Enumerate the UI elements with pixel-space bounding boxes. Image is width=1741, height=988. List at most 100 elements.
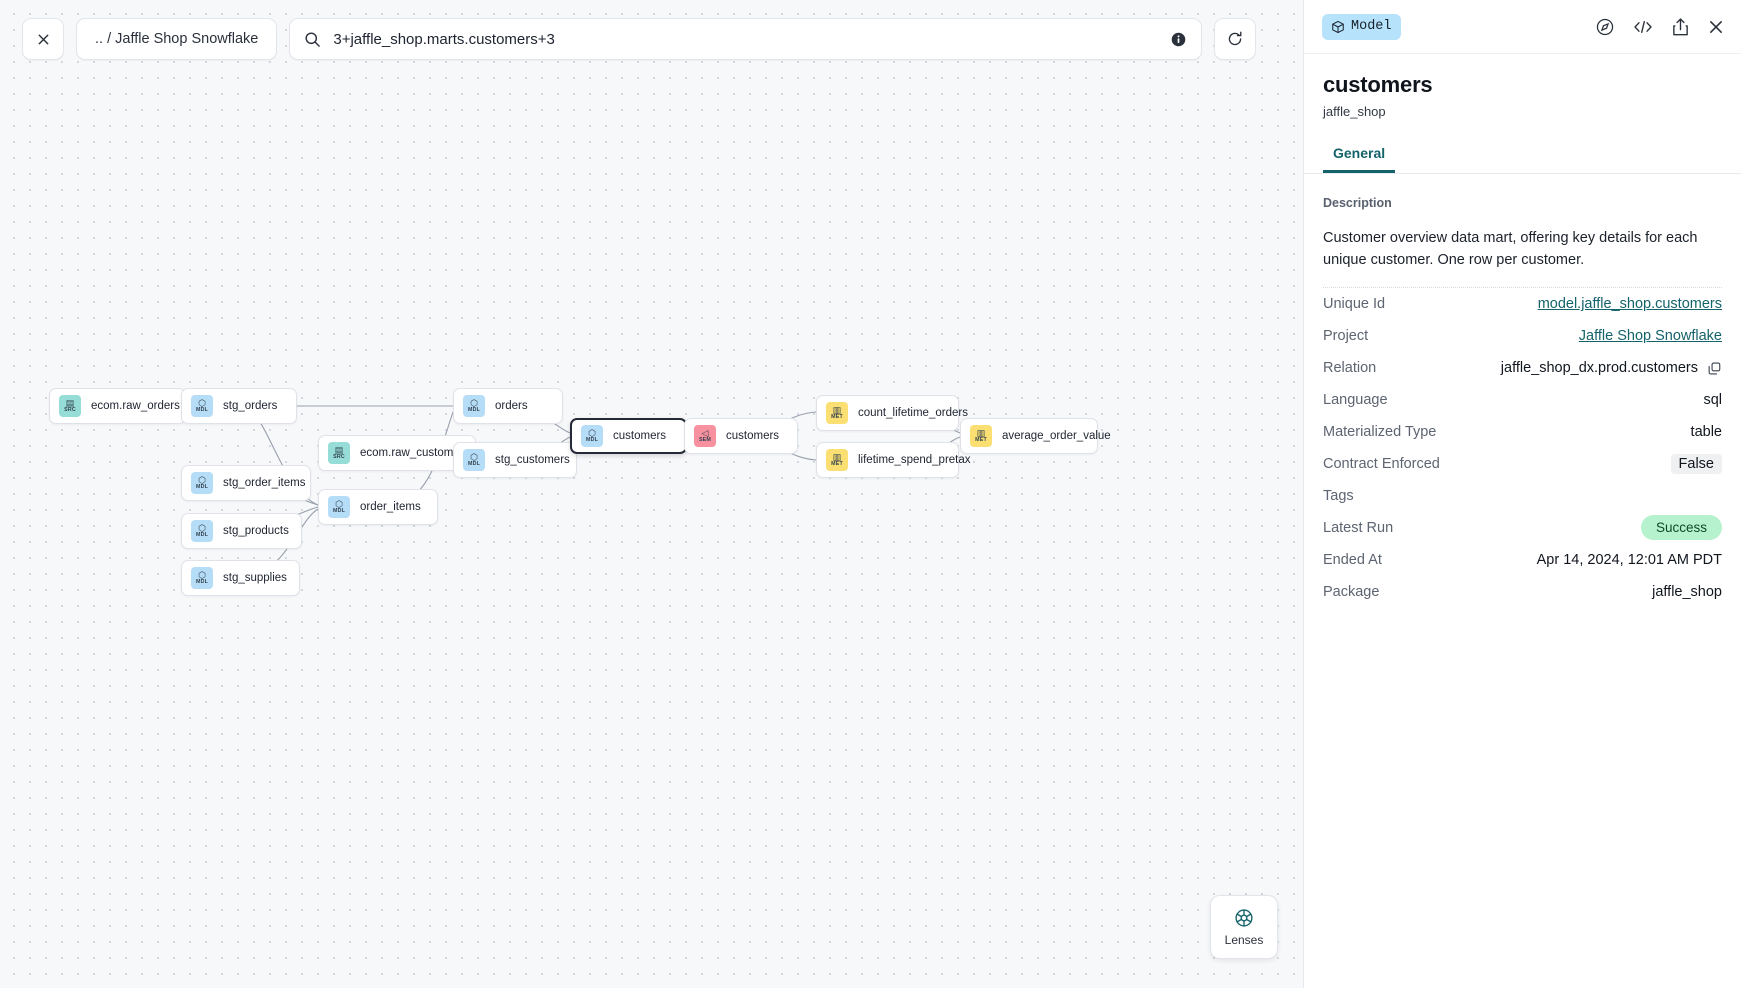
share-icon: [1673, 17, 1688, 35]
detail-row-value: table: [1690, 424, 1722, 441]
detail-row-key: Contract Enforced: [1323, 456, 1440, 473]
src-badge-icon: ▤SRC: [59, 395, 81, 417]
panel-body: Description Customer overview data mart,…: [1304, 174, 1741, 988]
mdl-badge-icon: ⬡MDL: [581, 425, 603, 447]
search-box[interactable]: 3+jaffle_shop.marts.customers+3: [289, 18, 1203, 60]
code-button[interactable]: [1632, 17, 1654, 37]
detail-row-key: Project: [1323, 328, 1369, 345]
graph-node-lifetime-spend-pretax[interactable]: ▥MET lifetime_spend_pretax: [816, 442, 971, 478]
close-button[interactable]: [22, 18, 64, 60]
graph-node-customers[interactable]: ◁SEM customers: [684, 418, 798, 454]
close-panel-button[interactable]: [1707, 18, 1725, 36]
page-subtitle: jaffle_shop: [1323, 104, 1386, 119]
graph-node-label: customers: [726, 430, 780, 442]
detail-row-key: Relation: [1323, 360, 1377, 377]
detail-row: Relation jaffle_shop_dx.prod.customers: [1323, 352, 1722, 384]
cube-icon: [1332, 20, 1344, 33]
description-text: Customer overview data mart, offering ke…: [1323, 230, 1698, 269]
graph-node-label: lifetime_spend_pretax: [858, 454, 971, 466]
panel-title-block: customers jaffle_shop: [1304, 54, 1741, 119]
detail-row-key: Unique Id: [1323, 296, 1386, 313]
detail-row-key: Package: [1323, 584, 1380, 601]
detail-row-key: Tags: [1323, 488, 1354, 505]
detail-row-key: Language: [1323, 392, 1388, 409]
detail-row: Unique Id model.jaffle_shop.customers: [1323, 288, 1722, 320]
sem-badge-icon: ◁SEM: [694, 425, 716, 447]
mdl-badge-icon: ⬡MDL: [463, 395, 485, 417]
graph-node-label: ecom.raw_customers: [360, 447, 470, 459]
close-icon: [1710, 20, 1722, 33]
detail-row: Language sql: [1323, 384, 1722, 416]
graph-node-stg-products[interactable]: ⬡MDL stg_products: [181, 513, 302, 549]
graph-node-stg-customers[interactable]: ⬡MDL stg_customers: [453, 442, 577, 478]
detail-row-link[interactable]: Jaffle Shop Snowflake: [1578, 328, 1722, 345]
detail-row: Latest Run Success: [1323, 512, 1722, 544]
lenses-icon: [1235, 909, 1253, 927]
lenses-button[interactable]: Lenses: [1210, 895, 1278, 959]
page-title: customers: [1323, 72, 1433, 97]
copy-icon[interactable]: [1707, 361, 1722, 376]
share-button[interactable]: [1671, 17, 1690, 37]
mdl-badge-icon: ⬡MDL: [328, 496, 350, 518]
code-icon: [1634, 20, 1652, 33]
graph-node-label: order_items: [360, 501, 421, 513]
status-badge: Success: [1640, 515, 1722, 541]
graph-node-order-items[interactable]: ⬡MDL order_items: [318, 489, 438, 525]
graph-node-label: stg_customers: [495, 454, 570, 466]
refresh-button[interactable]: [1214, 18, 1257, 60]
mdl-badge-icon: ⬡MDL: [191, 567, 213, 589]
graph-node-label: orders: [495, 400, 528, 412]
detail-row-link[interactable]: jaffle_shop_dx.prod.customers: [1500, 360, 1698, 377]
graph-node-label: stg_products: [223, 525, 289, 537]
breadcrumb[interactable]: .. / Jaffle Shop Snowflake: [76, 18, 278, 60]
graph-node-customers[interactable]: ⬡MDL customers: [570, 418, 687, 454]
detail-row-link[interactable]: model.jaffle_shop.customers: [1537, 296, 1722, 313]
description-label: Description: [1323, 196, 1392, 210]
search-input[interactable]: 3+jaffle_shop.marts.customers+3: [333, 30, 555, 48]
src-badge-icon: ▤SRC: [328, 442, 350, 464]
graph-node-label: customers: [613, 430, 667, 442]
info-icon[interactable]: [1170, 31, 1187, 48]
detail-row: Package jaffle_shop: [1323, 576, 1722, 608]
close-icon: [38, 34, 48, 44]
divider: [1323, 287, 1722, 289]
value-pill: False: [1670, 454, 1722, 475]
resource-type-chip[interactable]: Model: [1322, 13, 1401, 40]
detail-row: Project Jaffle Shop Snowflake: [1323, 320, 1722, 352]
breadcrumb-label: .. / Jaffle Shop Snowflake: [95, 31, 259, 47]
graph-node-ecom-raw-orders[interactable]: ▤SRC ecom.raw_orders: [49, 388, 186, 424]
graph-node-label: stg_orders: [223, 400, 278, 412]
search-icon: [305, 31, 321, 47]
details-panel: Model: [1303, 0, 1741, 988]
lenses-label: Lenses: [1224, 933, 1264, 947]
detail-row-key: Ended At: [1323, 552, 1382, 569]
graph-node-label: count_lifetime_orders: [858, 407, 968, 419]
met-badge-icon: ▥MET: [826, 449, 848, 471]
panel-tabs: General: [1304, 145, 1741, 174]
detail-row: Contract Enforced False: [1323, 448, 1722, 480]
detail-row-key: Latest Run: [1323, 520, 1394, 537]
mdl-badge-icon: ⬡MDL: [191, 520, 213, 542]
detail-row-value: jaffle_shop: [1652, 584, 1722, 601]
panel-header: Model: [1304, 0, 1741, 54]
graph-node-stg-supplies[interactable]: ⬡MDL stg_supplies: [181, 560, 300, 596]
detail-row-value: Success: [1640, 515, 1722, 541]
tab-general[interactable]: General: [1323, 145, 1396, 173]
graph-node-stg-orders[interactable]: ⬡MDL stg_orders: [181, 388, 297, 424]
detail-row-value: sql: [1703, 392, 1722, 409]
compass-icon: [1596, 18, 1614, 35]
graph-node-orders[interactable]: ⬡MDL orders: [453, 388, 563, 424]
mdl-badge-icon: ⬡MDL: [191, 395, 213, 417]
graph-node-label: stg_order_items: [223, 477, 306, 489]
graph-node-label: ecom.raw_orders: [91, 400, 180, 412]
mdl-badge-icon: ⬡MDL: [463, 449, 485, 471]
detail-row-value-with-copy: jaffle_shop_dx.prod.customers: [1501, 360, 1722, 376]
explore-button[interactable]: [1595, 17, 1615, 37]
graph-node-label: stg_supplies: [223, 572, 287, 584]
